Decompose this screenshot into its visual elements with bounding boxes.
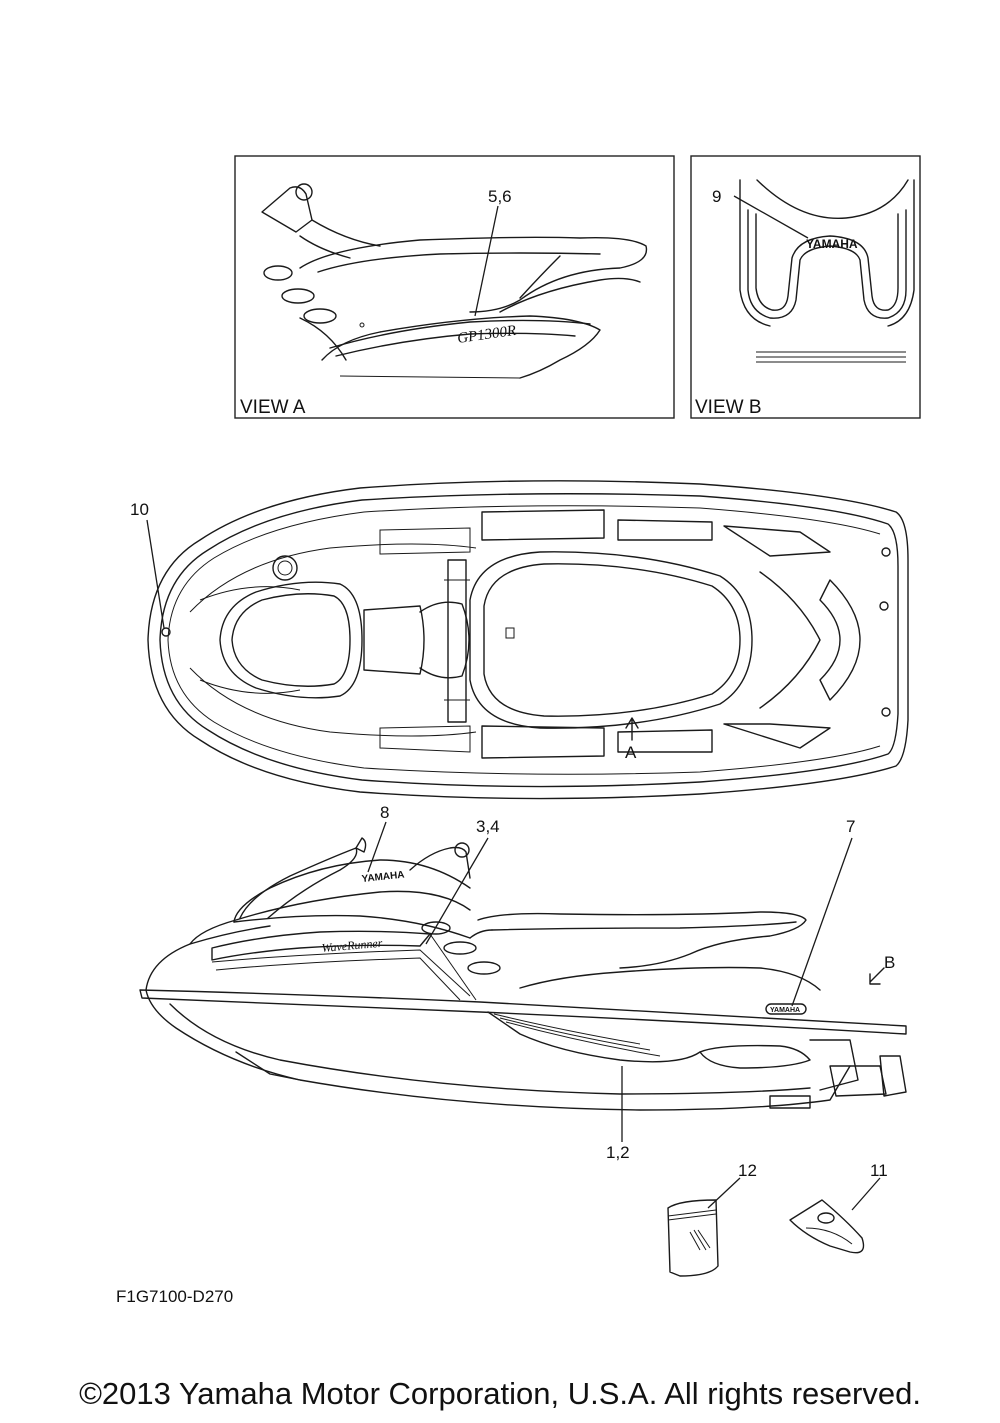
view-b-panel: YAMAHA 9 VIEW B xyxy=(690,155,921,419)
view-a-label: VIEW A xyxy=(240,397,306,418)
diagram-code: F1G7100-D270 xyxy=(116,1287,233,1306)
arrow-a-label: A xyxy=(625,743,637,762)
callout-11: 11 xyxy=(870,1161,888,1180)
copyright-notice: ©2013 Yamaha Motor Corporation, U.S.A. A… xyxy=(79,1376,921,1411)
callout-3-4: 3,4 xyxy=(476,817,500,836)
callout-12: 12 xyxy=(738,1161,757,1180)
top-view: A 10 xyxy=(130,480,909,800)
side-view: WaveRunner YAMAHA YAMAHA B 8 3,4 7 1,2 xyxy=(139,803,907,1162)
leader-5-6 xyxy=(474,205,499,317)
leader-12 xyxy=(707,1177,741,1209)
leader-11 xyxy=(851,1177,881,1211)
callout-8: 8 xyxy=(380,803,389,822)
leader-7 xyxy=(791,837,853,1007)
gp-model-decal: GP1300R xyxy=(456,323,517,347)
leader-3-4 xyxy=(425,837,489,945)
callout-1-2: 1,2 xyxy=(606,1143,630,1162)
waverunner-decal: WaveRunner xyxy=(321,936,383,955)
view-a-arrow xyxy=(625,717,639,741)
yamaha-front-decal: YAMAHA xyxy=(361,870,405,885)
leader-10 xyxy=(146,519,165,629)
yamaha-side-decal: YAMAHA xyxy=(770,1007,800,1014)
leader-8 xyxy=(367,821,387,873)
item-12-pouch: 12 xyxy=(667,1161,757,1277)
yamaha-rear-decal: YAMAHA xyxy=(806,237,858,251)
callout-7: 7 xyxy=(846,817,855,836)
arrow-b-label: B xyxy=(884,953,895,972)
callout-10: 10 xyxy=(130,500,149,519)
view-b-label: VIEW B xyxy=(695,397,762,418)
view-b-arrow xyxy=(869,967,885,985)
callout-5-6: 5,6 xyxy=(488,187,512,206)
leader-9 xyxy=(733,195,809,239)
callout-9: 9 xyxy=(712,187,721,206)
item-11-tool-pouch: 11 xyxy=(789,1161,888,1254)
view-a-panel: GP1300R 5,6 VIEW A xyxy=(234,155,675,419)
